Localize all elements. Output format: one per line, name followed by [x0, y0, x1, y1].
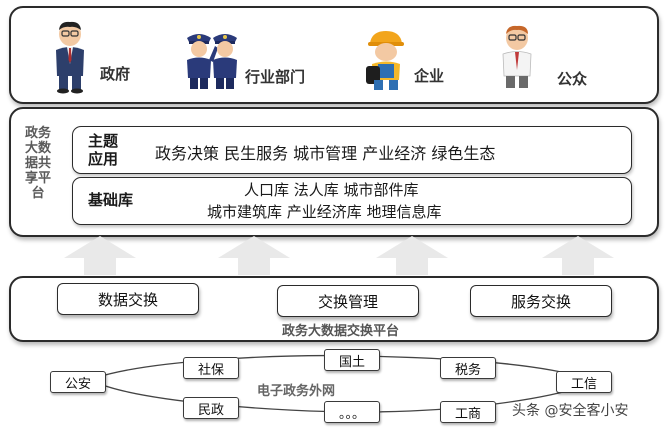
node-industry-it: 工信 [556, 371, 612, 393]
citizen-icon [502, 25, 532, 88]
data-exchange-button[interactable]: 数据交换 [57, 283, 199, 315]
up-arrow [218, 236, 290, 275]
base-library-box [72, 177, 632, 225]
platform-title-line: 台 [31, 186, 45, 201]
roles-panel [9, 6, 659, 104]
police-officers-icon [187, 34, 237, 89]
node-social-security: 社保 [183, 357, 239, 379]
government-official-icon [56, 21, 84, 94]
base-library-line-1: 人口库 法人库 城市部件库 [244, 181, 419, 199]
exchange-management-button[interactable]: 交换管理 [277, 285, 419, 317]
theme-title-line: 主题 [88, 132, 119, 150]
worker-icon [366, 31, 404, 90]
node-commerce: 工商 [440, 401, 496, 423]
base-library-title: 基础库 [88, 191, 134, 209]
node-ellipsis: 。。。 [324, 401, 380, 423]
platform-title-line: 享平 [24, 171, 51, 186]
e-gov-network-label: 电子政务外网 [257, 384, 336, 399]
theme-application-box [72, 126, 632, 174]
platform-title-line: 大数 [24, 141, 51, 156]
role-label-government: 政府 [100, 65, 131, 83]
node-land-resources: 国土 [324, 349, 380, 371]
theme-application-items: 政务决策 民生服务 城市管理 产业经济 绿色生态 [155, 144, 496, 163]
role-label-enterprise: 企业 [414, 67, 445, 85]
up-arrow [376, 236, 448, 275]
platform-title: 政务 大数 据共 享平 台 [22, 126, 54, 201]
node-taxation: 税务 [440, 357, 496, 379]
node-civil-affairs: 民政 [183, 397, 239, 419]
role-label-public: 公众 [557, 70, 588, 88]
up-arrow [64, 236, 136, 275]
platform-title-line: 据共 [24, 156, 51, 171]
node-public-security: 公安 [50, 371, 106, 393]
up-arrows [64, 236, 614, 275]
watermark: 头条 @安全客小安 [512, 403, 629, 419]
up-arrow [542, 236, 614, 275]
platform-title-line: 政务 [24, 126, 51, 141]
theme-application-title: 主题 应用 [88, 132, 118, 168]
exchange-platform-label: 政务大数据交换平台 [282, 324, 400, 339]
service-exchange-button[interactable]: 服务交换 [470, 285, 612, 317]
base-library-line-2: 城市建筑库 产业经济库 地理信息库 [207, 203, 442, 221]
theme-title-line: 应用 [88, 150, 119, 168]
role-label-industry: 行业部门 [245, 68, 306, 86]
